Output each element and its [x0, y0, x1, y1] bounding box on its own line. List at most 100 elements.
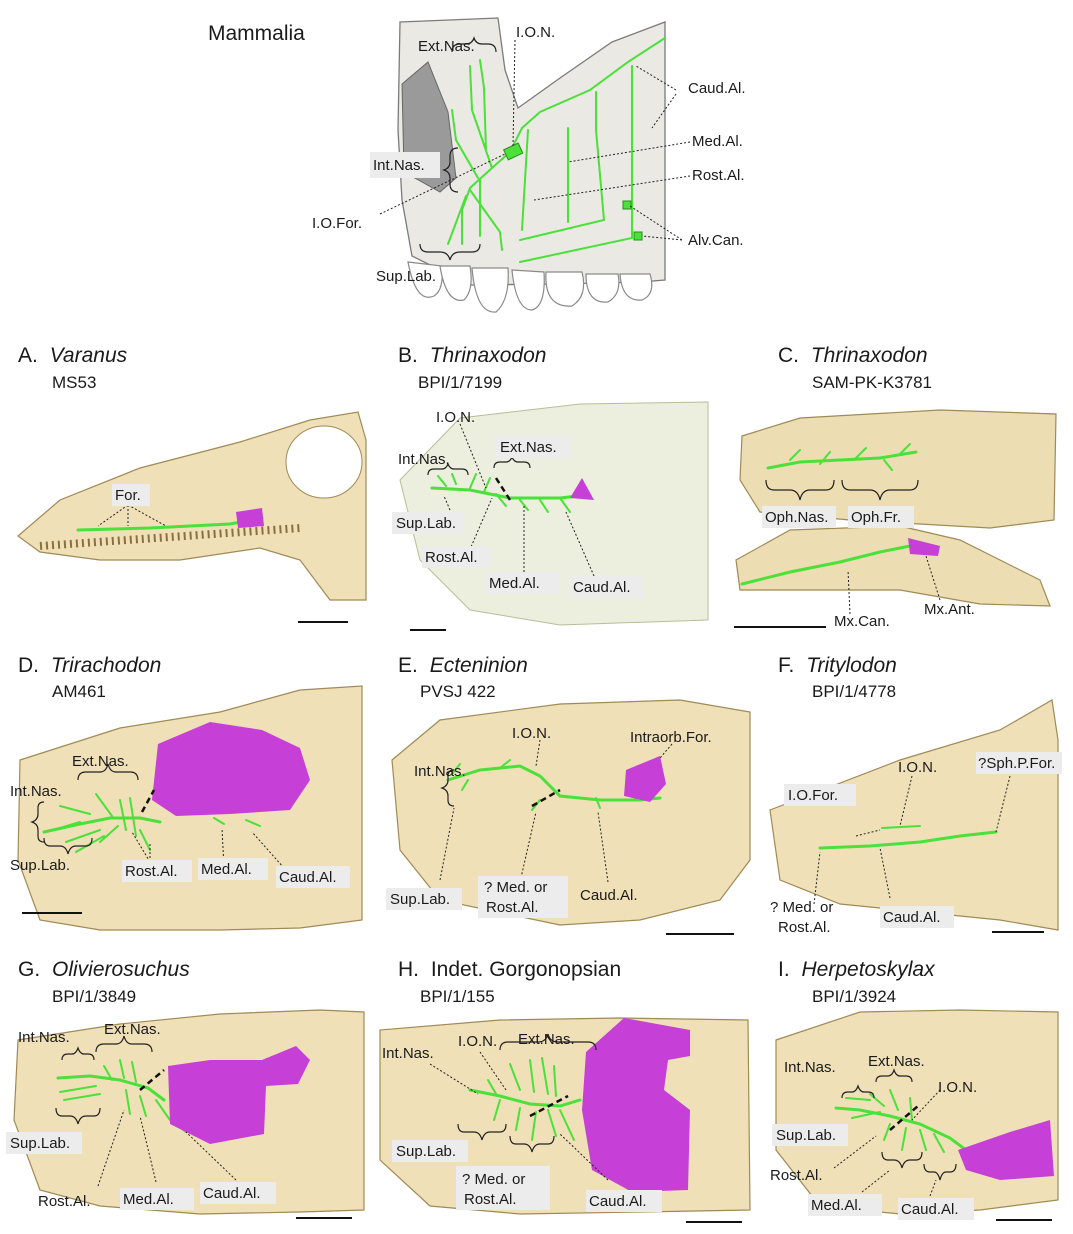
panel-c-specimen: SAM-PK-K3781: [812, 373, 932, 392]
panel-f-label-med-or-rost-1: ? Med. or: [770, 899, 833, 916]
mammal-label-caud-al: Caud.Al.: [688, 80, 746, 97]
panel-b-label-rost-al: Rost.Al.: [425, 549, 478, 566]
panel-c-taxon: Thrinaxodon: [811, 344, 928, 367]
panel-g-letter: G.: [18, 958, 40, 981]
panel-b-specimen: BPI/1/7199: [418, 373, 502, 392]
panel-f: F. Tritylodon BPI/1/4778 I.O.N. ?Sph.P.F…: [770, 654, 1062, 936]
panel-e-label-intraorb-for: Intraorb.For.: [630, 729, 712, 746]
panel-f-label-sph-p-for: ?Sph.P.For.: [978, 755, 1055, 772]
panel-i-label-ion: I.O.N.: [938, 1079, 977, 1096]
panel-i-label-int-nas: Int.Nas.: [784, 1059, 836, 1076]
panel-d-label-caud-al: Caud.Al.: [279, 869, 337, 886]
mammalia-title: Mammalia: [208, 22, 305, 45]
panel-g-label-int-nas: Int.Nas.: [18, 1029, 70, 1046]
panel-h-label-caud-al: Caud.Al.: [589, 1193, 647, 1210]
panel-i-title: I. Herpetoskylax: [778, 958, 936, 981]
panel-i-label-med-al: Med.Al.: [811, 1197, 862, 1214]
varanus-orbit: [286, 426, 362, 498]
panel-g-specimen: BPI/1/3849: [52, 987, 136, 1006]
panel-b-label-caud-al: Caud.Al.: [573, 579, 631, 596]
gorgonopsian-gland: [582, 1018, 690, 1192]
panel-e-title: E. Ecteninion: [398, 654, 528, 677]
panel-a-specimen: MS53: [52, 373, 96, 392]
panel-e-label-med-or-rost-1: ? Med. or: [484, 879, 547, 896]
panel-f-taxon: Tritylodon: [806, 654, 897, 677]
panel-g-title: G. Olivierosuchus: [18, 958, 190, 981]
panel-f-specimen: BPI/1/4778: [812, 682, 896, 701]
panel-h: H. Indet. Gorgonopsian BPI/1/155 Int.Nas…: [380, 958, 750, 1222]
panel-d-label-int-nas: Int.Nas.: [10, 783, 62, 800]
panel-b-label-int-nas: Int.Nas.: [398, 451, 450, 468]
panel-h-title: H. Indet. Gorgonopsian: [398, 958, 621, 981]
panel-d-label-rost-al: Rost.Al.: [125, 863, 178, 880]
panel-d-specimen: AM461: [52, 682, 106, 701]
panel-f-label-caud-al: Caud.Al.: [883, 909, 941, 926]
panel-c-title: C. Thrinaxodon: [778, 344, 928, 367]
panel-a-title: A. Varanus: [18, 344, 128, 367]
panel-b-title: B. Thrinaxodon: [398, 344, 546, 367]
panel-c-label-mx-ant: Mx.Ant.: [924, 601, 975, 618]
panel-h-label-ext-nas: Ext.Nas.: [518, 1031, 575, 1048]
tritylodon-skull: [770, 700, 1058, 930]
mammal-label-io-for: I.O.For.: [312, 215, 362, 232]
mammal-label-alv-can: Alv.Can.: [688, 232, 744, 249]
panel-c-label-oph-nas: Oph.Nas.: [765, 509, 828, 526]
panel-f-title: F. Tritylodon: [778, 654, 897, 677]
panel-i-label-ext-nas: Ext.Nas.: [868, 1053, 925, 1070]
panel-c-label-mx-can: Mx.Can.: [834, 613, 890, 630]
panel-i-label-caud-al: Caud.Al.: [901, 1201, 959, 1218]
panel-b-label-ion: I.O.N.: [436, 409, 475, 426]
panel-h-label-med-or-rost-1: ? Med. or: [462, 1171, 525, 1188]
panel-e-label-ion: I.O.N.: [512, 725, 551, 742]
panel-e-specimen: PVSJ 422: [420, 682, 496, 701]
panel-b-label-ext-nas: Ext.Nas.: [500, 439, 557, 456]
panel-i-taxon: Herpetoskylax: [802, 958, 937, 981]
panel-f-label-ion: I.O.N.: [898, 759, 937, 776]
panel-i-label-sup-lab: Sup.Lab.: [776, 1127, 836, 1144]
mammal-label-ion: I.O.N.: [516, 24, 555, 41]
panel-i: I. Herpetoskylax BPI/1/3924 Int.Nas. Ext…: [770, 958, 1058, 1220]
panel-i-specimen: BPI/1/3924: [812, 987, 896, 1006]
panel-e-label-sup-lab: Sup.Lab.: [390, 891, 450, 908]
panel-e: E. Ecteninion PVSJ 422 I.O.N. Intraorb.F…: [386, 654, 750, 934]
panel-b: B. Thrinaxodon BPI/1/7199 I.O.N. Int.Nas…: [392, 344, 708, 630]
panel-d-label-ext-nas: Ext.Nas.: [72, 753, 129, 770]
panel-h-label-int-nas: Int.Nas.: [382, 1045, 434, 1062]
panel-h-label-sup-lab: Sup.Lab.: [396, 1143, 456, 1160]
panel-e-label-med-or-rost-2: Rost.Al.: [486, 899, 539, 916]
panel-h-label-ion: I.O.N.: [458, 1033, 497, 1050]
panel-b-taxon: Thrinaxodon: [430, 344, 547, 367]
panel-g-label-sup-lab: Sup.Lab.: [10, 1135, 70, 1152]
panel-g-label-med-al: Med.Al.: [123, 1191, 174, 1208]
panel-g-taxon: Olivierosuchus: [52, 958, 190, 981]
panel-i-label-rost-al: Rost.Al.: [770, 1167, 823, 1184]
panel-h-letter: H.: [398, 958, 419, 981]
panel-f-letter: F.: [778, 654, 794, 677]
panel-d: D. Trirachodon AM461 Ext.Nas. Int.Nas. S…: [10, 654, 362, 930]
mammal-label-int-nas: Int.Nas.: [373, 157, 425, 174]
panel-a-taxon: Varanus: [50, 344, 128, 367]
panel-b-letter: B.: [398, 344, 418, 367]
panel-i-letter: I.: [778, 958, 790, 981]
panel-d-letter: D.: [18, 654, 39, 677]
panel-d-label-med-al: Med.Al.: [201, 861, 252, 878]
panel-b-label-med-al: Med.Al.: [489, 575, 540, 592]
panel-c-label-oph-fr: Oph.Fr.: [851, 509, 901, 526]
panel-c-letter: C.: [778, 344, 799, 367]
panel-d-taxon: Trirachodon: [51, 654, 162, 677]
panel-e-label-caud-al: Caud.Al.: [580, 887, 638, 904]
panel-a: A. Varanus MS53 For.: [18, 344, 366, 622]
panel-e-taxon: Ecteninion: [430, 654, 528, 677]
thrinaxodon-c-skull-lower: [736, 526, 1050, 606]
panel-g-label-ext-nas: Ext.Nas.: [104, 1021, 161, 1038]
panel-e-label-int-nas: Int.Nas.: [414, 763, 466, 780]
panel-a-label-for: For.: [115, 487, 141, 504]
panel-g-label-caud-al: Caud.Al.: [203, 1185, 261, 1202]
panel-b-label-sup-lab: Sup.Lab.: [396, 515, 456, 532]
panel-f-label-io-for: I.O.For.: [788, 787, 838, 804]
panel-g: G. Olivierosuchus BPI/1/3849 Int.Nas. Ex…: [6, 958, 364, 1218]
mammal-label-sup-lab: Sup.Lab.: [376, 268, 436, 285]
panel-a-letter: A.: [18, 344, 38, 367]
panel-d-label-sup-lab: Sup.Lab.: [10, 857, 70, 874]
